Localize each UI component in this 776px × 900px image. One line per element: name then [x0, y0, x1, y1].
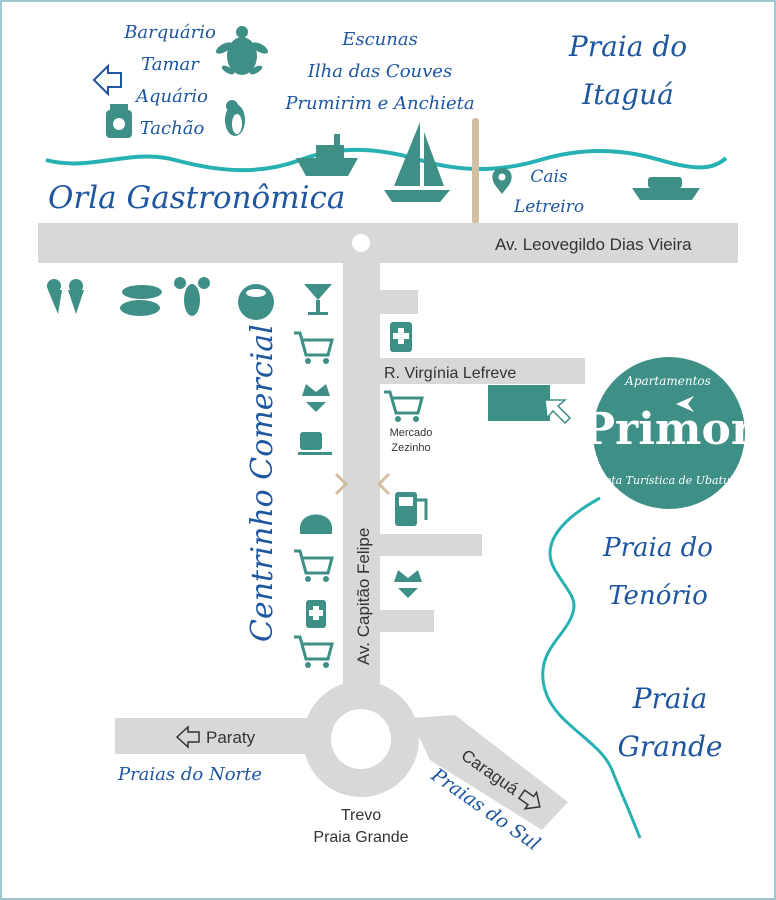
centrinho-comercial-label: Centrinho Comercial — [245, 324, 280, 642]
top-center-line-1: Escunas — [341, 29, 418, 50]
fuel-pump-icon — [395, 492, 428, 526]
shopping-cart-icon — [294, 331, 334, 364]
river-line — [541, 496, 642, 839]
roundabout-center — [331, 709, 391, 769]
road-leovegildo — [38, 223, 738, 263]
praia-grande-line-1: Praia — [632, 682, 708, 715]
road-caragua — [410, 715, 568, 830]
trevo-label: Trevo — [341, 807, 381, 824]
road-paraty — [115, 718, 315, 754]
primor-arc-top: Apartamentos — [624, 374, 711, 388]
top-left-line-2: Tamar — [141, 54, 200, 75]
praia-itagua-line-1: Praia do — [568, 30, 687, 63]
roads — [38, 223, 738, 830]
shopping-cart-icon — [294, 635, 334, 668]
praia-grande-road-label: Praia Grande — [313, 829, 408, 846]
road-marker-dot — [352, 234, 370, 252]
ice-cream-icon — [47, 279, 84, 314]
capitao-felipe-label: Av. Capitão Felipe — [354, 528, 373, 665]
turtle-icon — [215, 26, 269, 75]
sailboat-icon — [384, 122, 450, 202]
mercado-label: Mercado — [390, 427, 433, 439]
coconut-icon — [238, 284, 274, 320]
top-left-line-1: Barquário — [123, 22, 216, 43]
orla-gastronomica-label: Orla Gastronômica — [48, 180, 345, 216]
praia-tenorio-line-1: Praia do — [602, 533, 713, 563]
bread-icon — [300, 514, 332, 534]
top-center-line-3: Prumirim e Anchieta — [284, 93, 474, 114]
penguin-icon — [225, 100, 245, 136]
shopping-cart-icon — [294, 549, 334, 582]
seafood-icon — [120, 285, 162, 316]
praias-do-norte-label: Praias do Norte — [117, 764, 262, 785]
jar-icon — [106, 104, 132, 138]
top-center-line-2: Ilha das Couves — [307, 61, 452, 82]
praia-grande-line-2: Grande — [618, 730, 723, 763]
speedboat-icon — [632, 177, 700, 200]
top-left-line-3: Aquário — [134, 86, 208, 107]
primor-logo: Apartamentos Primor Rota Turística de Ub… — [582, 357, 755, 509]
praia-tenorio-line-2: Tenório — [608, 581, 708, 611]
lobster-icon — [174, 277, 210, 316]
zezinho-label: Zezinho — [391, 442, 430, 454]
airplane-icon — [676, 396, 694, 412]
road-virginia — [378, 358, 585, 384]
shopping-cart-icon — [384, 390, 424, 422]
primor-name: Primor — [582, 404, 755, 455]
arrow-left-outline-icon — [175, 725, 200, 749]
road-capitao-felipe — [343, 260, 380, 700]
cursor-arrow-icon — [544, 399, 572, 425]
cais-label: Cais — [530, 167, 568, 187]
pharmacy-icon — [306, 600, 326, 628]
primor-location-block — [488, 385, 550, 421]
location-pin-icon — [492, 168, 512, 194]
coffee-icon — [298, 432, 332, 455]
top-left-line-4: Tachão — [140, 118, 205, 139]
road-stub-2 — [380, 534, 482, 556]
virginia-label: R. Virgínia Lefreve — [384, 365, 516, 382]
pharmacy-icon — [390, 322, 412, 352]
road-stub-1 — [380, 290, 418, 314]
cocktail-icon — [304, 284, 332, 315]
pier — [472, 118, 479, 224]
paraty-label: Paraty — [206, 728, 256, 747]
praia-itagua-line-2: Itaguá — [581, 78, 674, 111]
bridge-marks — [334, 472, 391, 496]
bikini-icon — [394, 570, 422, 598]
road-stub-3 — [380, 610, 434, 632]
leovegildo-label: Av. Leovegildo Dias Vieira — [495, 235, 692, 254]
arrow-right-outline-icon — [517, 789, 541, 810]
primor-arc-bottom: Rota Turística de Ubatuba — [595, 474, 743, 487]
fishing-boat-icon — [296, 134, 358, 176]
letreiro-label: Letreiro — [513, 197, 584, 217]
arrow-left-outline-icon — [92, 63, 122, 97]
bikini-icon — [302, 384, 330, 412]
